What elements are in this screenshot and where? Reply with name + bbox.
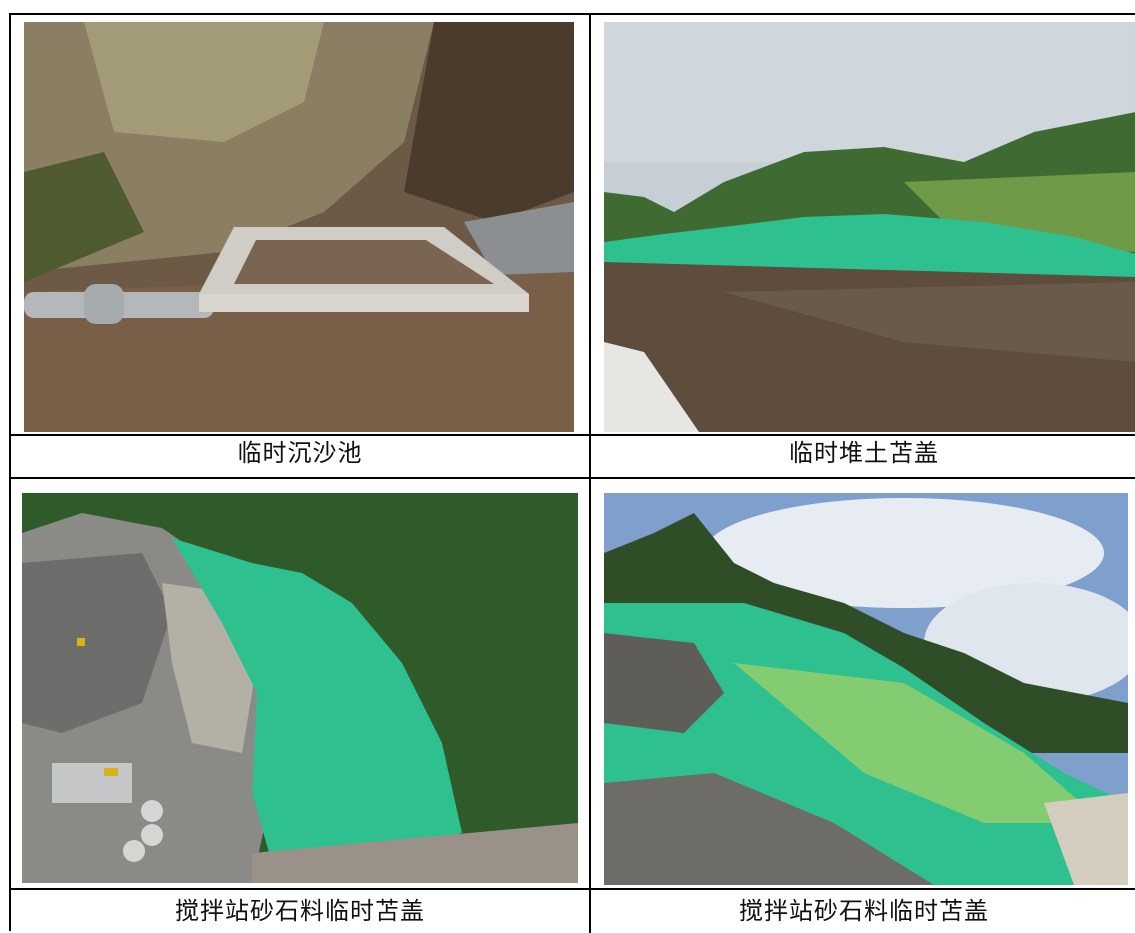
table-divider-row2: [11, 477, 1135, 479]
covered-soil-pile-photo: [604, 22, 1135, 432]
caption-covered-slope: 搅拌站砂石料临时苫盖: [739, 897, 989, 925]
caption-covered-soil-pile: 临时堆土苫盖: [789, 439, 939, 467]
photo-table: 临时沉沙池 临时堆土苫盖 搅拌站砂石料临时苫盖 搅拌站砂石料临时苫盖: [9, 13, 1135, 933]
aerial-mixing-station-photo: [22, 493, 578, 883]
sedimentation-basin-photo: [24, 22, 574, 432]
table-divider-row3: [11, 888, 1135, 890]
caption-aerial-mixing-station: 搅拌站砂石料临时苫盖: [175, 897, 425, 925]
table-divider-row1: [11, 434, 1135, 436]
caption-sedimentation-basin: 临时沉沙池: [237, 439, 363, 467]
table-divider-vertical: [589, 15, 591, 933]
covered-slope-photo: [604, 493, 1128, 885]
